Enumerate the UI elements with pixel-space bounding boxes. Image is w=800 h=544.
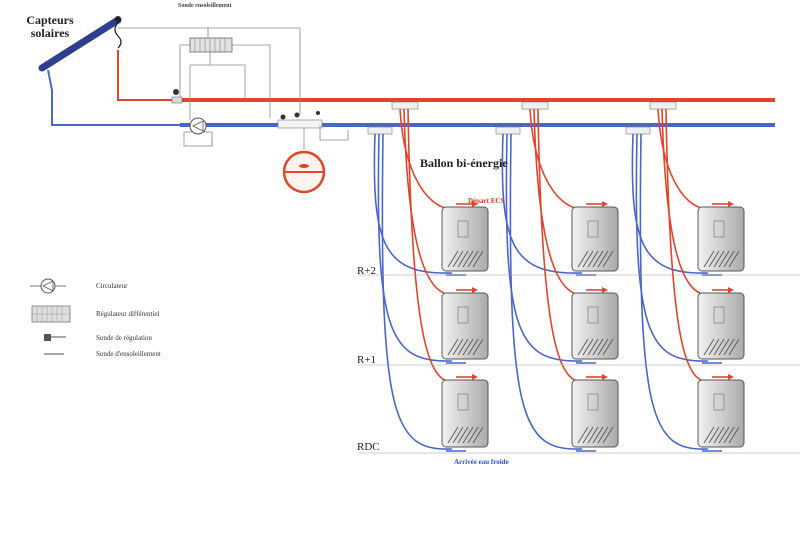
- arrivee-eau-froide-label: Arrivée eau froide: [454, 458, 509, 466]
- dual-energy-tank-icon: [441, 206, 489, 272]
- solar-collectors-label: Capteurs solaires: [26, 13, 74, 40]
- differential-regulator-icon: [31, 305, 71, 323]
- dual-energy-tank-icon: [571, 292, 619, 360]
- differential-regulator-box: [189, 37, 233, 53]
- floor-lines: [358, 274, 800, 454]
- dual-energy-tank-icon: [697, 379, 745, 448]
- hot-outlet-arrow: [602, 374, 608, 380]
- dual-energy-tank-icon: [441, 292, 489, 360]
- cold-riser-pipe: [631, 133, 709, 274]
- solar-collector-icon: [38, 16, 122, 72]
- collector-cold-return: [47, 69, 180, 126]
- valve-group: [277, 111, 323, 129]
- hot-outlet-arrow: [472, 201, 478, 207]
- legend-label-regulator: Régulateur différentiel: [96, 310, 160, 318]
- dual-energy-tank-icon: [441, 379, 489, 448]
- dual-energy-tank-icon: [571, 206, 619, 272]
- hot-outlet-arrow: [472, 374, 478, 380]
- legend-label-sunshine-probe: Sonde d'ensoleillement: [96, 350, 161, 358]
- legend-label-circulator: Circulateur: [96, 282, 128, 290]
- hot-outlet-arrow: [472, 287, 478, 293]
- expansion-vessel-icon: [282, 150, 326, 194]
- cold-riser-pipe: [505, 133, 583, 362]
- cold-riser-pipe: [373, 133, 453, 274]
- floor-label-rdc: RDC: [357, 441, 380, 453]
- ballon-label: Ballon bi-énergie: [420, 156, 508, 170]
- circulator-icon: [189, 117, 207, 135]
- cold-riser-pipe: [501, 133, 583, 274]
- cold-riser-pipe: [639, 133, 709, 450]
- floor-label-r2: R+2: [357, 265, 377, 277]
- cold-riser-pipe: [635, 133, 709, 362]
- dual-energy-tank-icon: [697, 206, 745, 272]
- regulation-probe-icon: [173, 89, 179, 95]
- dual-energy-tank-icon: [697, 292, 745, 360]
- cold-riser-pipe: [381, 133, 453, 450]
- cold-riser-pipe: [509, 133, 583, 450]
- regulation-probe-icon: [44, 334, 66, 341]
- legend-label-regulation-probe: Sonde de régulation: [96, 334, 152, 342]
- hot-outlet-arrow: [728, 287, 734, 293]
- floor-label-r1: R+1: [357, 354, 377, 366]
- hot-outlet-arrow: [728, 374, 734, 380]
- tanks-group: [441, 206, 745, 448]
- sunshine-probe-label: Sonde ensoleillement: [178, 3, 232, 9]
- collector-hot-flow: [117, 50, 175, 101]
- hot-outlet-arrow: [602, 287, 608, 293]
- circulator-icon: [30, 278, 66, 294]
- hot-outlet-arrow: [728, 201, 734, 207]
- manifolds: [367, 101, 677, 135]
- depart-ecs-label: Départ ECS: [468, 197, 505, 205]
- hot-outlet-arrow: [602, 201, 608, 207]
- dual-energy-tank-icon: [571, 379, 619, 448]
